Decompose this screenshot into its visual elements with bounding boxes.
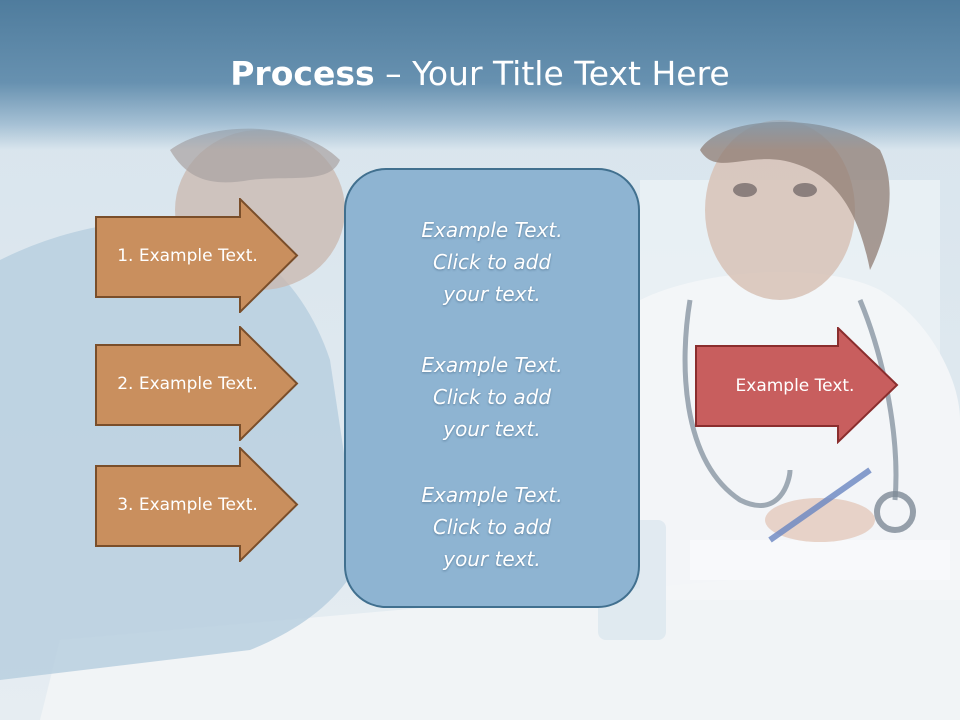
center-block-1: Example Text. Click to add your text. [346, 214, 638, 310]
center-block-3-line2: Click to add [432, 515, 552, 539]
center-block-1-line3: your text. [443, 282, 541, 306]
arrow-shape-1 [95, 198, 299, 313]
title-bold: Process [230, 54, 375, 93]
center-block-3: Example Text. Click to add your text. [346, 479, 638, 575]
center-block-1-line2: Click to add [432, 250, 552, 274]
left-arrow-2-label: 2. Example Text. [117, 373, 258, 394]
slide-title[interactable]: Process – Your Title Text Here [0, 54, 960, 94]
right-arrow[interactable]: Example Text. [695, 327, 900, 444]
center-block-2: Example Text. Click to add your text. [346, 349, 638, 445]
center-block-2-line1: Example Text. [421, 353, 563, 377]
center-block-2-line2: Click to add [432, 385, 552, 409]
arrow-shape-3 [95, 447, 299, 562]
left-arrow-1-label: 1. Example Text. [117, 245, 258, 266]
left-arrow-3[interactable]: 3. Example Text. [95, 447, 300, 562]
center-block-2-line3: your text. [443, 417, 541, 441]
right-arrow-label: Example Text. [735, 375, 855, 396]
left-arrow-2[interactable]: 2. Example Text. [95, 326, 300, 441]
right-arrow-shape [695, 327, 899, 444]
center-text-box[interactable]: Example Text. Click to add your text. Ex… [344, 168, 640, 608]
title-band [0, 0, 960, 150]
center-block-3-line1: Example Text. [421, 483, 563, 507]
left-arrow-1[interactable]: 1. Example Text. [95, 198, 300, 313]
center-block-3-line3: your text. [443, 547, 541, 571]
title-rest: – Your Title Text Here [374, 54, 730, 93]
arrow-shape-2 [95, 326, 299, 441]
center-block-1-line1: Example Text. [421, 218, 563, 242]
left-arrow-3-label: 3. Example Text. [117, 494, 258, 515]
